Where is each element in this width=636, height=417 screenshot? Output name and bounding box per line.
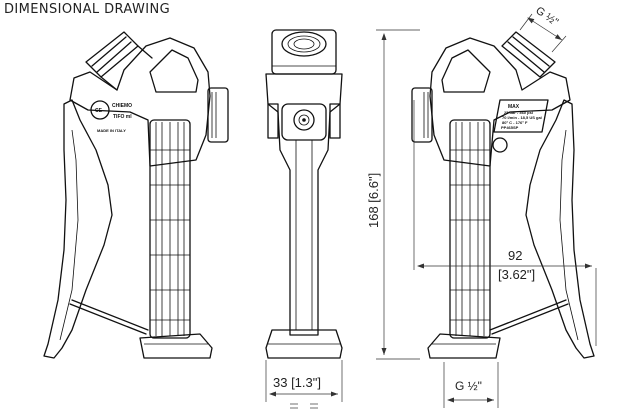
thread-top-label: G ½" (533, 5, 560, 29)
svg-text:CE: CE (95, 108, 103, 114)
left-side-view: CE CHIEMO TIFO ml MADE IN ITALY (43, 31, 229, 359)
right-head-window (441, 49, 491, 93)
height-dimension-label: 168 [6.6"] (366, 173, 381, 228)
thread-top-dimension: G ½" (519, 5, 567, 53)
left-label-model: TIFO ml (113, 114, 132, 120)
right-lock-rod (489, 299, 569, 335)
right-label-line4: PP465SP (501, 125, 519, 130)
length-dimension: 92 [3.62"] (413, 100, 597, 346)
width-dimension: 33 [1.3"] (265, 360, 343, 409)
right-lower-guard (427, 333, 501, 359)
right-trigger-lever (525, 99, 595, 359)
left-inlet-nozzle (85, 31, 153, 91)
right-head-casting (429, 37, 571, 167)
left-label-origin: MADE IN ITALY (97, 128, 126, 133)
front-right-lug (329, 103, 341, 139)
left-label-brand: CHIEMO (112, 103, 132, 109)
page-title: DIMENSIONAL DRAWING (4, 2, 171, 17)
height-dimension: 168 [6.6"] (366, 29, 420, 360)
left-head-casting (69, 37, 211, 167)
left-brand-label: CE CHIEMO TIFO ml MADE IN ITALY (90, 100, 132, 133)
front-outlet (281, 103, 327, 141)
left-trigger-lever (43, 99, 113, 359)
right-grip-coil (449, 119, 491, 339)
front-left-lug (267, 103, 279, 139)
left-lower-guard (139, 333, 213, 359)
left-grip-coil (149, 119, 191, 339)
left-outlet-boss (207, 87, 229, 143)
front-view (265, 29, 343, 359)
right-label-brand: MAX (508, 104, 520, 110)
thread-bottom-label: G ½" (455, 379, 482, 393)
front-inlet-top (271, 29, 337, 75)
length-dimension-in: [3.62"] (498, 267, 535, 282)
right-label-line3: 80° C - 176° F (502, 120, 528, 125)
left-lock-rod (69, 299, 149, 335)
right-rating-label: MAX 25 bar - 360 psi 70 l/min - 18,5 US … (492, 99, 549, 153)
width-dimension-label: 33 [1.3"] (273, 375, 321, 390)
left-head-window (149, 49, 199, 93)
length-dimension-mm: 92 (508, 248, 522, 263)
front-lower-guard (265, 329, 343, 359)
thread-bottom-dimension: G ½" (443, 362, 499, 408)
right-side-view: MAX 25 bar - 360 psi 70 l/min - 18,5 US … (411, 31, 595, 359)
right-inlet-nozzle (501, 31, 556, 78)
right-label-line2: 70 l/min - 18,5 US gal (502, 115, 542, 120)
right-label-line1: 25 bar - 360 psi (504, 110, 533, 115)
right-outlet-boss (411, 87, 433, 143)
